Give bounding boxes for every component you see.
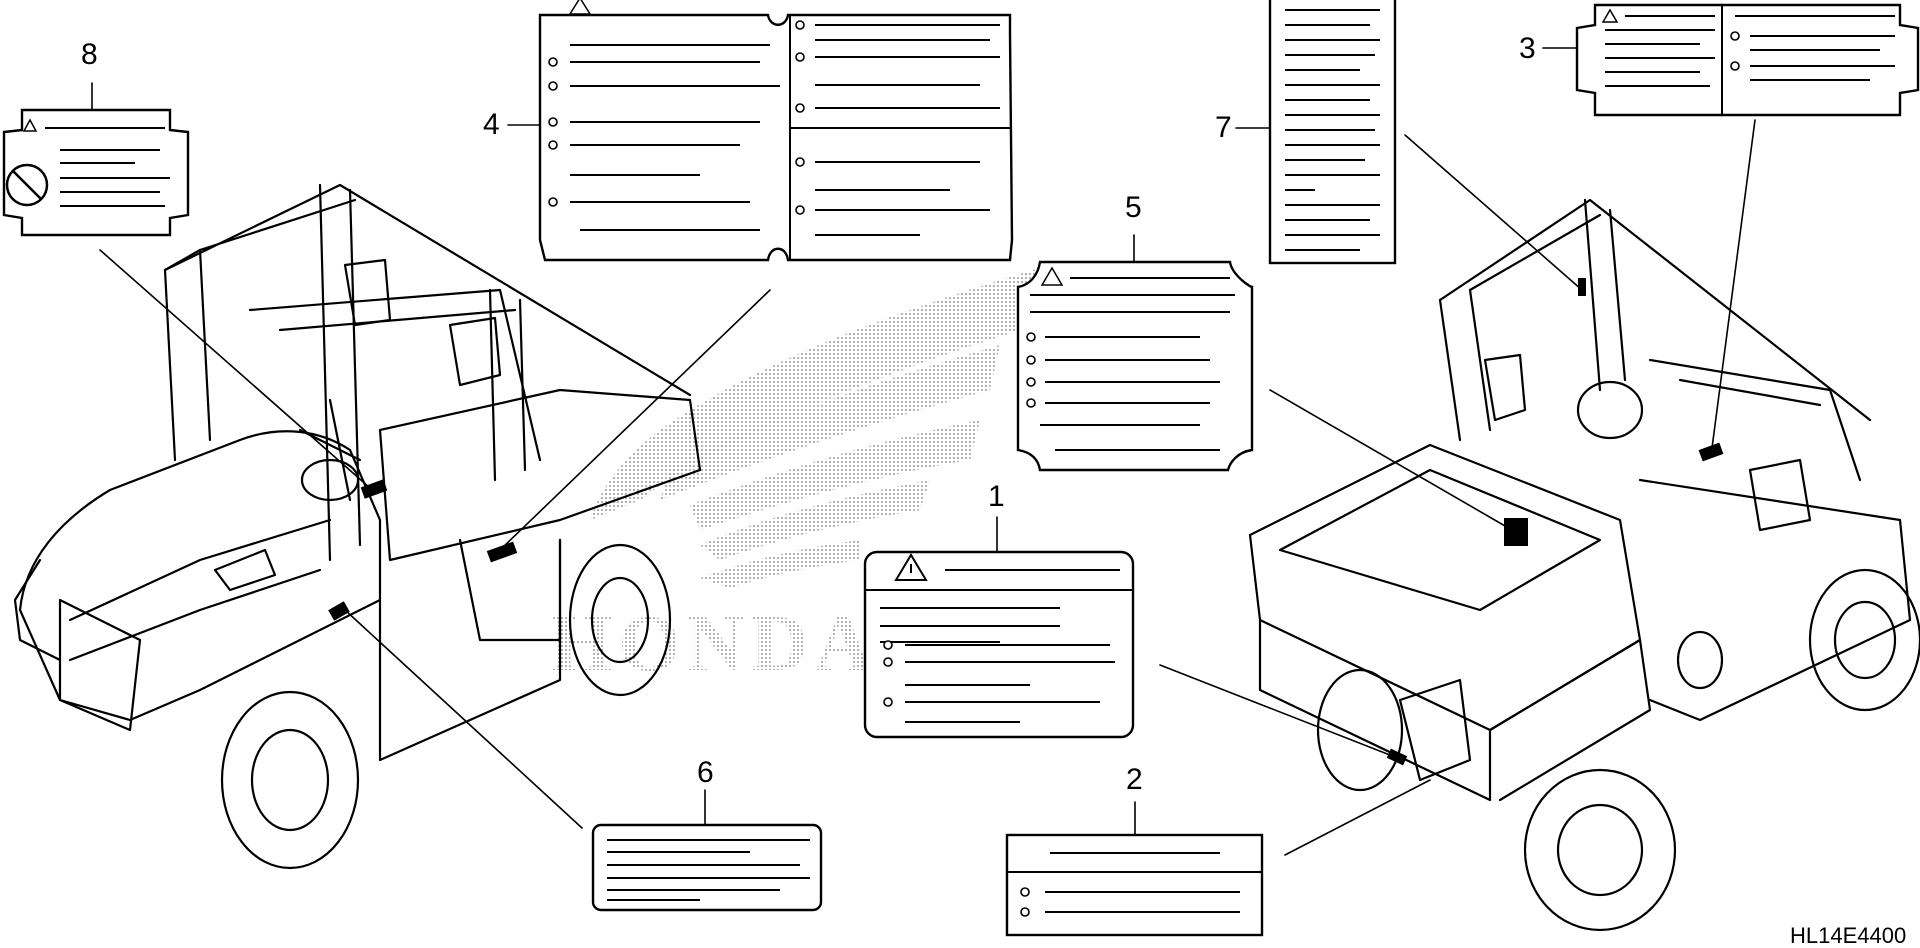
label-4-card bbox=[538, 0, 1014, 262]
utv-rear-view bbox=[1248, 198, 1920, 932]
warning-triangle-icon bbox=[894, 553, 928, 581]
utv-front-view bbox=[13, 183, 702, 870]
decal-marks bbox=[328, 278, 1724, 766]
label-6-card bbox=[591, 823, 823, 912]
figure-code: HL14E4400 bbox=[1790, 923, 1907, 948]
warning-triangle-icon bbox=[1040, 266, 1064, 286]
callout-3: 3 bbox=[1519, 32, 1536, 65]
label-7-card bbox=[1268, 0, 1397, 265]
callout-2: 2 bbox=[1126, 763, 1143, 796]
label-1-card bbox=[863, 550, 1135, 739]
callout-6: 6 bbox=[697, 756, 714, 789]
label-2-card bbox=[1005, 833, 1264, 937]
leader-lines bbox=[91, 47, 1756, 856]
callout-8: 8 bbox=[81, 38, 98, 71]
callout-1: 1 bbox=[988, 480, 1005, 513]
warning-triangle-icon bbox=[568, 0, 592, 15]
label-8-card bbox=[2, 108, 190, 237]
callout-4: 4 bbox=[483, 108, 500, 141]
label-5-card bbox=[1016, 260, 1254, 472]
svg-text:HONDA: HONDA bbox=[550, 600, 878, 688]
warning-triangle-icon bbox=[22, 118, 38, 132]
label-3-card bbox=[1575, 3, 1920, 117]
honda-wing-watermark: HONDA bbox=[550, 268, 1040, 688]
warning-triangle-icon bbox=[1601, 8, 1619, 23]
no-symbol-icon bbox=[5, 163, 49, 207]
callout-5: 5 bbox=[1125, 191, 1142, 224]
callout-7: 7 bbox=[1215, 111, 1232, 144]
